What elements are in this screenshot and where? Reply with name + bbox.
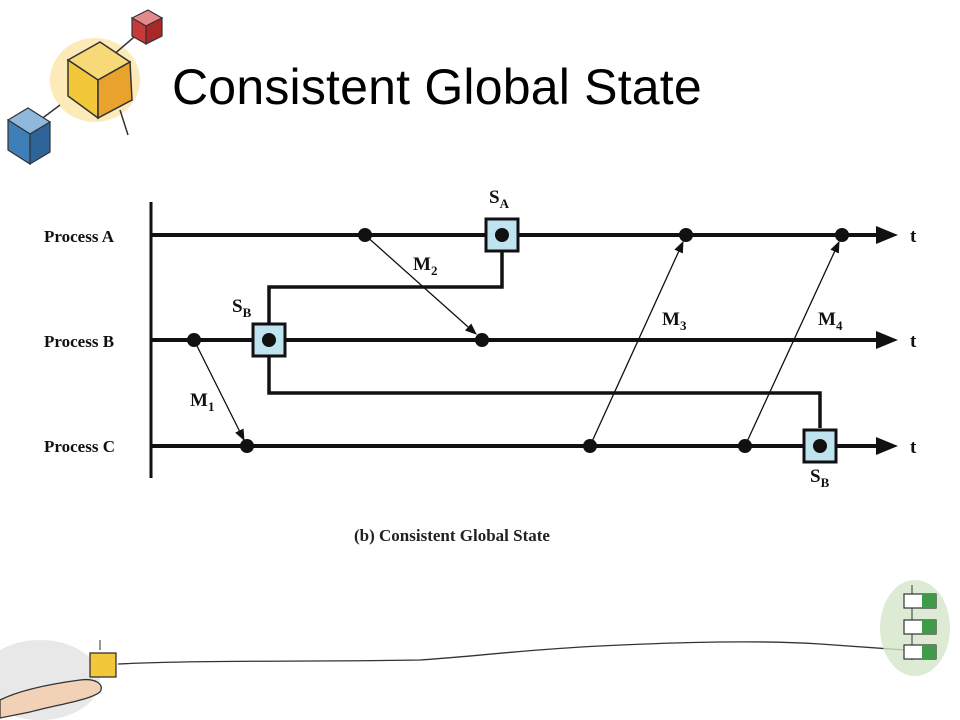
message-arrow-m4 (744, 240, 840, 447)
diagram-caption: (b) Consistent Global State (354, 526, 550, 545)
message-label-m1: M1 (190, 390, 214, 414)
time-label-c: t (910, 437, 917, 458)
event-dot (679, 228, 693, 242)
snapshot-box-a (484, 217, 520, 253)
time-label-a: t (910, 226, 917, 247)
process-a-label: Process A (44, 227, 115, 246)
timeline-process-a (151, 226, 898, 244)
hand-holding-box-decoration (0, 640, 117, 720)
snapshot-label-c: SB (810, 466, 830, 490)
process-b-label: Process B (44, 332, 114, 351)
timeline-process-c (151, 437, 898, 455)
cube-cluster-decoration (6, 9, 164, 166)
event-dot (358, 228, 372, 242)
snapshot-label-a: SA (489, 187, 510, 211)
event-dot (835, 228, 849, 242)
message-label-m4: M4 (818, 309, 843, 333)
message-arrow-m3 (589, 240, 684, 447)
snapshot-label-b: SB (232, 296, 252, 320)
event-dot (738, 439, 752, 453)
time-label-b: t (910, 331, 917, 352)
snapshot-box-c (802, 428, 838, 464)
snapshot-box-b (251, 322, 287, 358)
message-label-m2: M2 (413, 254, 437, 278)
slide-title: Consistent Global State (172, 59, 702, 115)
event-dot (583, 439, 597, 453)
message-arrow-m2 (364, 234, 477, 335)
event-dot (475, 333, 489, 347)
message-arrow-m1 (193, 339, 245, 442)
process-c-label: Process C (44, 437, 115, 456)
event-dot (187, 333, 201, 347)
event-dot (240, 439, 254, 453)
green-stack-decoration (880, 580, 950, 676)
hand-drawn-line-decoration (117, 641, 906, 665)
message-label-m3: M3 (662, 309, 687, 333)
